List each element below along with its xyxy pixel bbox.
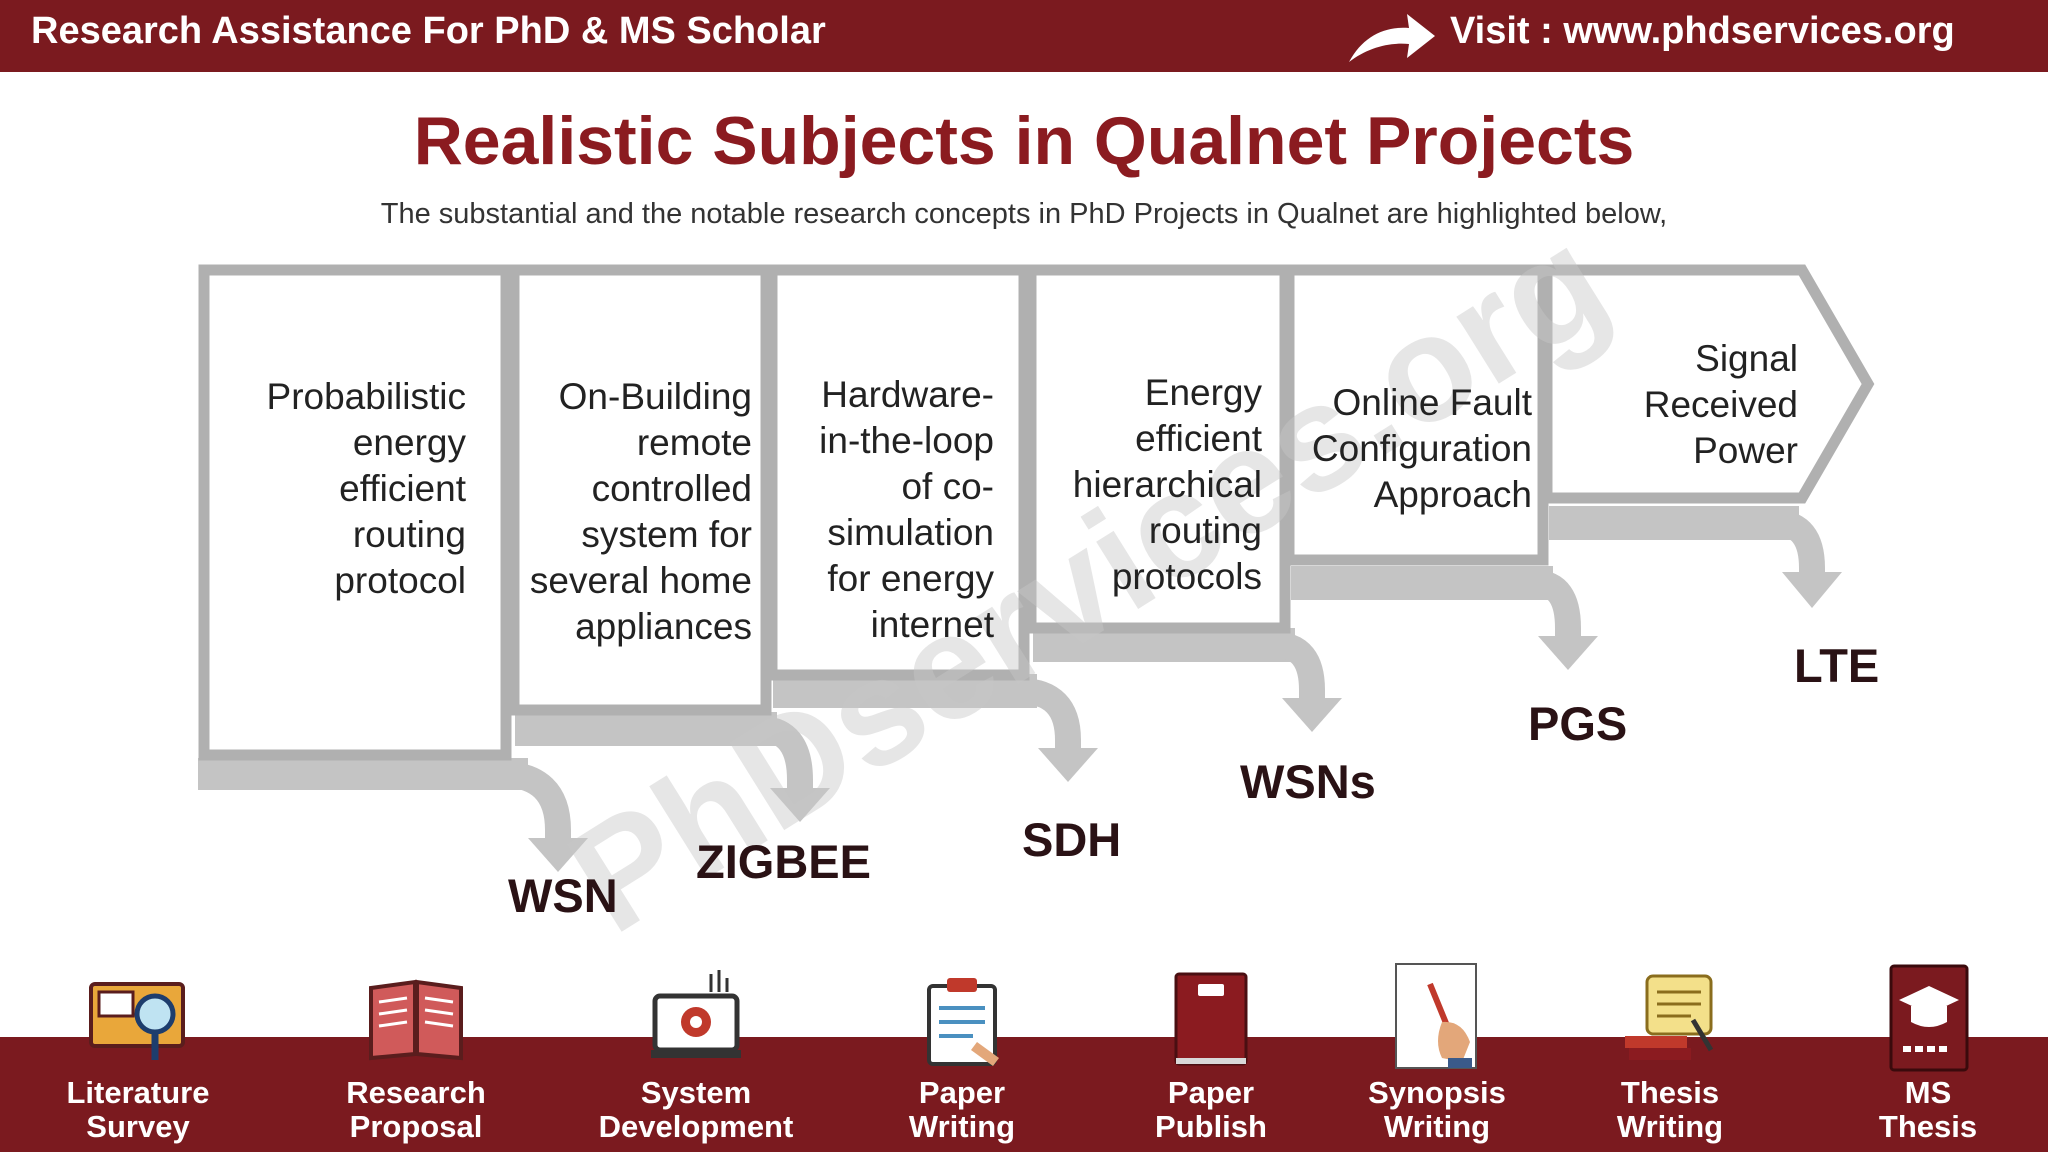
service-label: Research Proposal (346, 1075, 486, 1144)
scroll-books-icon (1625, 974, 1714, 1060)
step-2-text: On-Building remote controlled system for… (529, 376, 752, 647)
service-synopsis-writing[interactable]: Synopsis Writing (1327, 962, 1547, 1144)
hand-pen-icon (1395, 963, 1477, 1069)
service-label: MS Thesis (1878, 1075, 1978, 1144)
step-3-text: Hardware- in-the-loop of co- simulation … (819, 374, 994, 645)
service-paper-publish[interactable]: Paper Publish (1101, 962, 1321, 1144)
label-pgs: PGS (1528, 697, 1628, 750)
graduation-book-icon (1889, 964, 1969, 1072)
step-5-text: Online Fault Configuration Approach (1311, 382, 1532, 515)
label-wsn: WSN (508, 869, 618, 922)
service-research-proposal[interactable]: Research Proposal (306, 962, 526, 1144)
curved-arrow-icon (1349, 14, 1435, 62)
service-thesis-writing[interactable]: Thesis Writing (1560, 962, 1780, 1144)
step-6-text: Signal Received Power (1643, 338, 1798, 471)
service-label: Synopsis Writing (1368, 1075, 1506, 1144)
service-ms-thesis[interactable]: MS Thesis (1818, 962, 2038, 1144)
page-title: Realistic Subjects in Qualnet Projects (413, 103, 1635, 179)
label-lte: LTE (1794, 639, 1880, 692)
service-label: Literature Survey (66, 1075, 210, 1144)
header-bar: Research Assistance For PhD & MS Scholar… (0, 0, 2048, 72)
service-system-development[interactable]: System Development (586, 962, 806, 1144)
header-website-link[interactable]: Visit : www.phdservices.org (1450, 10, 1955, 52)
service-literature-survey[interactable]: Literature Survey (28, 962, 248, 1144)
service-label: Thesis Writing (1616, 1075, 1724, 1144)
book-magnifier-icon (89, 982, 185, 1060)
step-1-text: Probabilistic energy efficient routing p… (266, 376, 466, 601)
footer-bar (0, 1037, 2048, 1152)
service-paper-writing[interactable]: Paper Writing (852, 962, 1072, 1144)
computer-gear-icon (651, 970, 741, 1058)
service-label: Paper Publish (1155, 1075, 1267, 1144)
closed-book-icon (1174, 972, 1248, 1066)
header-tagline: Research Assistance For PhD & MS Scholar (31, 10, 826, 52)
page-subtitle: The substantial and the notable research… (380, 198, 1668, 230)
service-label: Paper Writing (908, 1075, 1016, 1144)
label-zigbee: ZIGBEE (696, 835, 871, 888)
step-4-text: Energy efficient hierarchical routing pr… (1072, 372, 1262, 597)
open-book-icon (369, 979, 463, 1061)
service-label: System Development (598, 1075, 794, 1144)
clipboard-writing-icon (927, 978, 999, 1066)
label-wsns: WSNs (1240, 755, 1376, 808)
label-sdh: SDH (1022, 813, 1122, 866)
